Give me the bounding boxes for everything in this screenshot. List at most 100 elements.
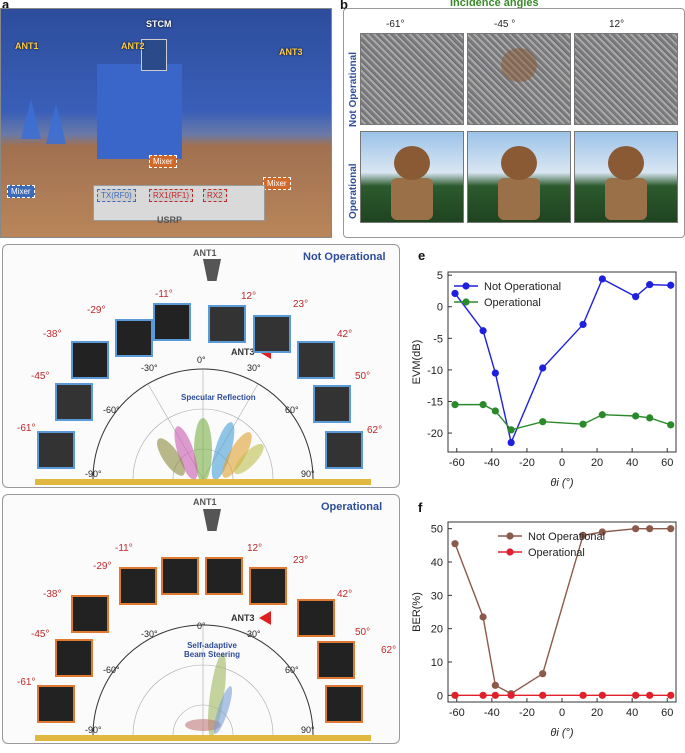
x-tick-label: 60 <box>661 457 673 469</box>
x-tick-label: 20 <box>591 707 603 719</box>
x-tick-label: -20 <box>519 457 535 469</box>
legend-marker <box>462 282 470 290</box>
angle-label: -11° <box>115 543 133 554</box>
data-point <box>632 293 640 301</box>
y-tick-label: 0 <box>437 302 443 314</box>
y-tick-label: 0 <box>437 690 443 702</box>
angle-label: 50° <box>355 627 371 638</box>
constellation-diagram <box>297 599 335 637</box>
incidence-title: Incidence angles <box>450 0 539 9</box>
y-tick-label: 20 <box>431 624 443 636</box>
horn-antenna-icon <box>203 509 221 531</box>
constellation-diagram <box>153 303 191 341</box>
x-axis-label: θi (°) <box>550 727 574 739</box>
figure-icon <box>501 146 537 180</box>
angle-label: 12° <box>609 19 625 30</box>
x-tick-label: -40 <box>484 707 500 719</box>
angle-label: -11° <box>155 289 173 300</box>
angle-label: 23° <box>293 555 309 566</box>
x-tick-label: -60 <box>449 457 465 469</box>
angle-label: 12° <box>241 291 257 302</box>
angle-label: -45° <box>31 371 50 382</box>
panel-e-label: e <box>418 248 426 263</box>
received-image-noisy <box>360 33 464 125</box>
data-point <box>646 691 654 699</box>
angle-label: -61° <box>386 19 405 30</box>
data-point <box>539 418 547 426</box>
data-point <box>579 320 587 329</box>
data-point <box>507 426 515 434</box>
polar-tick: -30° <box>141 629 158 639</box>
polar-plot <box>35 624 371 741</box>
y-tick-label: 40 <box>431 557 443 569</box>
series-line <box>455 403 671 431</box>
legend-entry: Operational <box>528 547 585 559</box>
polar-tick: 90° <box>301 469 315 479</box>
data-point <box>646 281 654 289</box>
polar-tick: -90° <box>85 469 102 479</box>
legend-marker <box>506 548 514 556</box>
ant1-label: ANT1 <box>193 248 217 258</box>
data-point <box>598 528 606 536</box>
legend-marker <box>462 298 470 306</box>
data-point <box>667 525 675 533</box>
data-point <box>632 691 640 699</box>
angle-label: -29° <box>87 305 106 316</box>
y-tick-label: -20 <box>427 428 443 440</box>
data-point <box>667 421 675 429</box>
angle-label: 12° <box>247 543 263 554</box>
received-image-clear <box>360 131 464 223</box>
constellation-diagram <box>37 685 75 723</box>
angle-label: -38° <box>43 589 62 600</box>
x-tick-label: -60 <box>449 707 465 719</box>
data-point <box>646 414 654 422</box>
data-point <box>479 691 487 699</box>
figure-body <box>605 178 647 220</box>
panel-b-label: b <box>340 0 348 12</box>
rx2-tag: RX2 <box>203 189 227 202</box>
tx-tag: TX(RF0) <box>97 189 136 202</box>
constellation-diagram <box>37 431 75 469</box>
constellation-diagram <box>317 641 355 679</box>
constellation-diagram <box>119 567 157 605</box>
polar-tick: 0° <box>197 621 206 631</box>
polar-tick: 30° <box>247 629 261 639</box>
constellation-diagram <box>55 639 93 677</box>
polar-tick: 60° <box>285 665 299 675</box>
ant3-tag: ANT3 <box>279 47 303 57</box>
legend-entry: Operational <box>484 297 541 309</box>
metasurface-stand <box>97 64 182 159</box>
ant2-tag: ANT2 <box>121 41 145 51</box>
data-point <box>598 411 606 419</box>
polar-tick: 90° <box>301 725 315 735</box>
x-tick-label: 40 <box>626 457 638 469</box>
constellation-diagram <box>115 319 153 357</box>
constellation-diagram <box>325 431 363 469</box>
polar-tick: 0° <box>197 355 206 365</box>
data-point <box>646 525 654 533</box>
angle-label: -45° <box>31 629 50 640</box>
ant1-label: ANT1 <box>193 497 217 507</box>
polar-tick: -60° <box>103 405 120 415</box>
data-point <box>539 691 547 699</box>
y-tick-label: 5 <box>437 270 443 282</box>
panel-d-box: Operational ANT1 ANT3 Self-adaptive Beam… <box>2 494 400 744</box>
polar-tick: -60° <box>103 665 120 675</box>
stcm-board <box>141 39 167 71</box>
data-point <box>479 327 487 335</box>
stcm-tag: STCM <box>146 19 172 29</box>
status-label: Not Operational <box>303 251 386 263</box>
ant3-label: ANT3 <box>231 613 255 623</box>
polar-plot <box>35 368 371 485</box>
y-tick-label: 50 <box>431 524 443 536</box>
angle-label: 62° <box>381 645 397 656</box>
row-label-operational: Operational <box>348 163 359 219</box>
figure-body <box>391 178 433 220</box>
data-point <box>451 540 459 548</box>
specular-reflection-label: Specular Reflection <box>181 393 256 402</box>
figure-icon <box>501 48 537 82</box>
data-point <box>491 407 499 415</box>
constellation-diagram <box>205 557 243 595</box>
rx1-tag: RX1(RF1) <box>149 189 194 202</box>
